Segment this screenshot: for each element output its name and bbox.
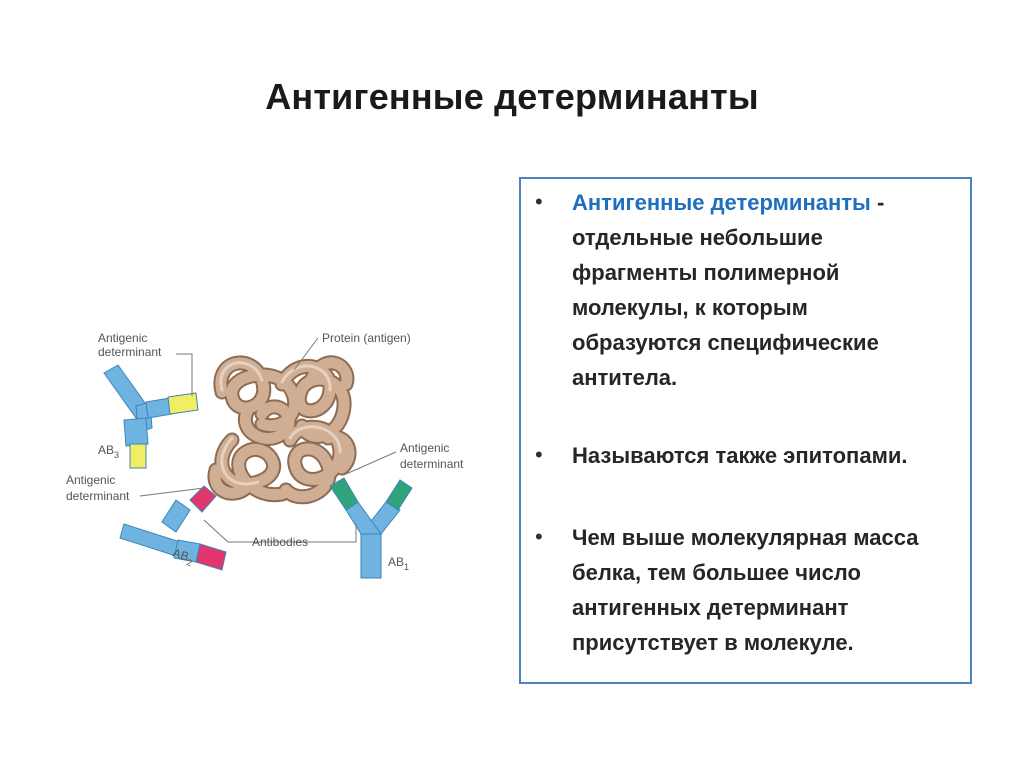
bullet-2-line-0: Называются также эпитопами. [572, 443, 908, 468]
bullet-3-line-0: Чем выше молекулярная масса [572, 525, 919, 550]
antibody-ab3 [103, 364, 199, 469]
label-ab2: AB2 [170, 546, 195, 569]
bullet-1-line-2: фрагменты полимерной [572, 260, 840, 285]
bullet-1-line-1: отдельные небольшие [572, 225, 823, 250]
highlight-term: Антигенные детерминанты [572, 190, 871, 215]
label-ab3: AB3 [98, 443, 119, 460]
label-antigenic-determinant-3a: Antigenic [400, 441, 449, 455]
bullet-text-2: Называются также эпитопами. [572, 438, 952, 473]
label-antigenic-determinant-2b: determinant [66, 489, 130, 503]
bullet-3-line-3: присутствует в молекуле. [572, 630, 854, 655]
determinant-pink [189, 485, 217, 513]
bullet-1-line-5: антитела. [572, 365, 678, 390]
bullet-1-line-0: Антигенные детерминанты - [572, 190, 885, 215]
label-antigenic-determinant-3b: determinant [400, 457, 464, 471]
determinant-yellow [167, 392, 199, 415]
slide-title: Антигенные детерминанты [265, 76, 759, 117]
protein-antigen [207, 355, 357, 505]
antibody-ab2 [119, 485, 227, 571]
label-ab1: AB1 [388, 555, 409, 572]
bullet-3-line-2: антигенных детерминант [572, 595, 849, 620]
label-antigenic-determinant-1b: determinant [98, 345, 162, 359]
leader-lines [139, 337, 397, 543]
bullet-1-line-3: молекулы, к которым [572, 295, 808, 320]
bullet-3-line-1: белка, тем большее число [572, 560, 861, 585]
label-antibodies: Antibodies [252, 535, 308, 549]
label-protein: Protein (antigen) [322, 331, 411, 345]
label-antigenic-determinant-2a: Antigenic [66, 473, 115, 487]
bullet-1-line-4: образуются специфические [572, 330, 879, 355]
bullet-1: • [535, 189, 543, 214]
determinant-green [329, 477, 359, 511]
bullet-2: • [535, 442, 543, 467]
label-antigenic-determinant-1a: Antigenic [98, 331, 147, 345]
bullet-text-3: Чем выше молекулярная масса белка, тем б… [572, 520, 952, 660]
definition-textbox: • Антигенные детерминанты - отдельные не… [519, 177, 972, 684]
antibody-ab1 [329, 477, 413, 579]
bullet-3: • [535, 524, 543, 549]
bullet-text-1: Антигенные детерминанты - отдельные небо… [572, 185, 952, 395]
